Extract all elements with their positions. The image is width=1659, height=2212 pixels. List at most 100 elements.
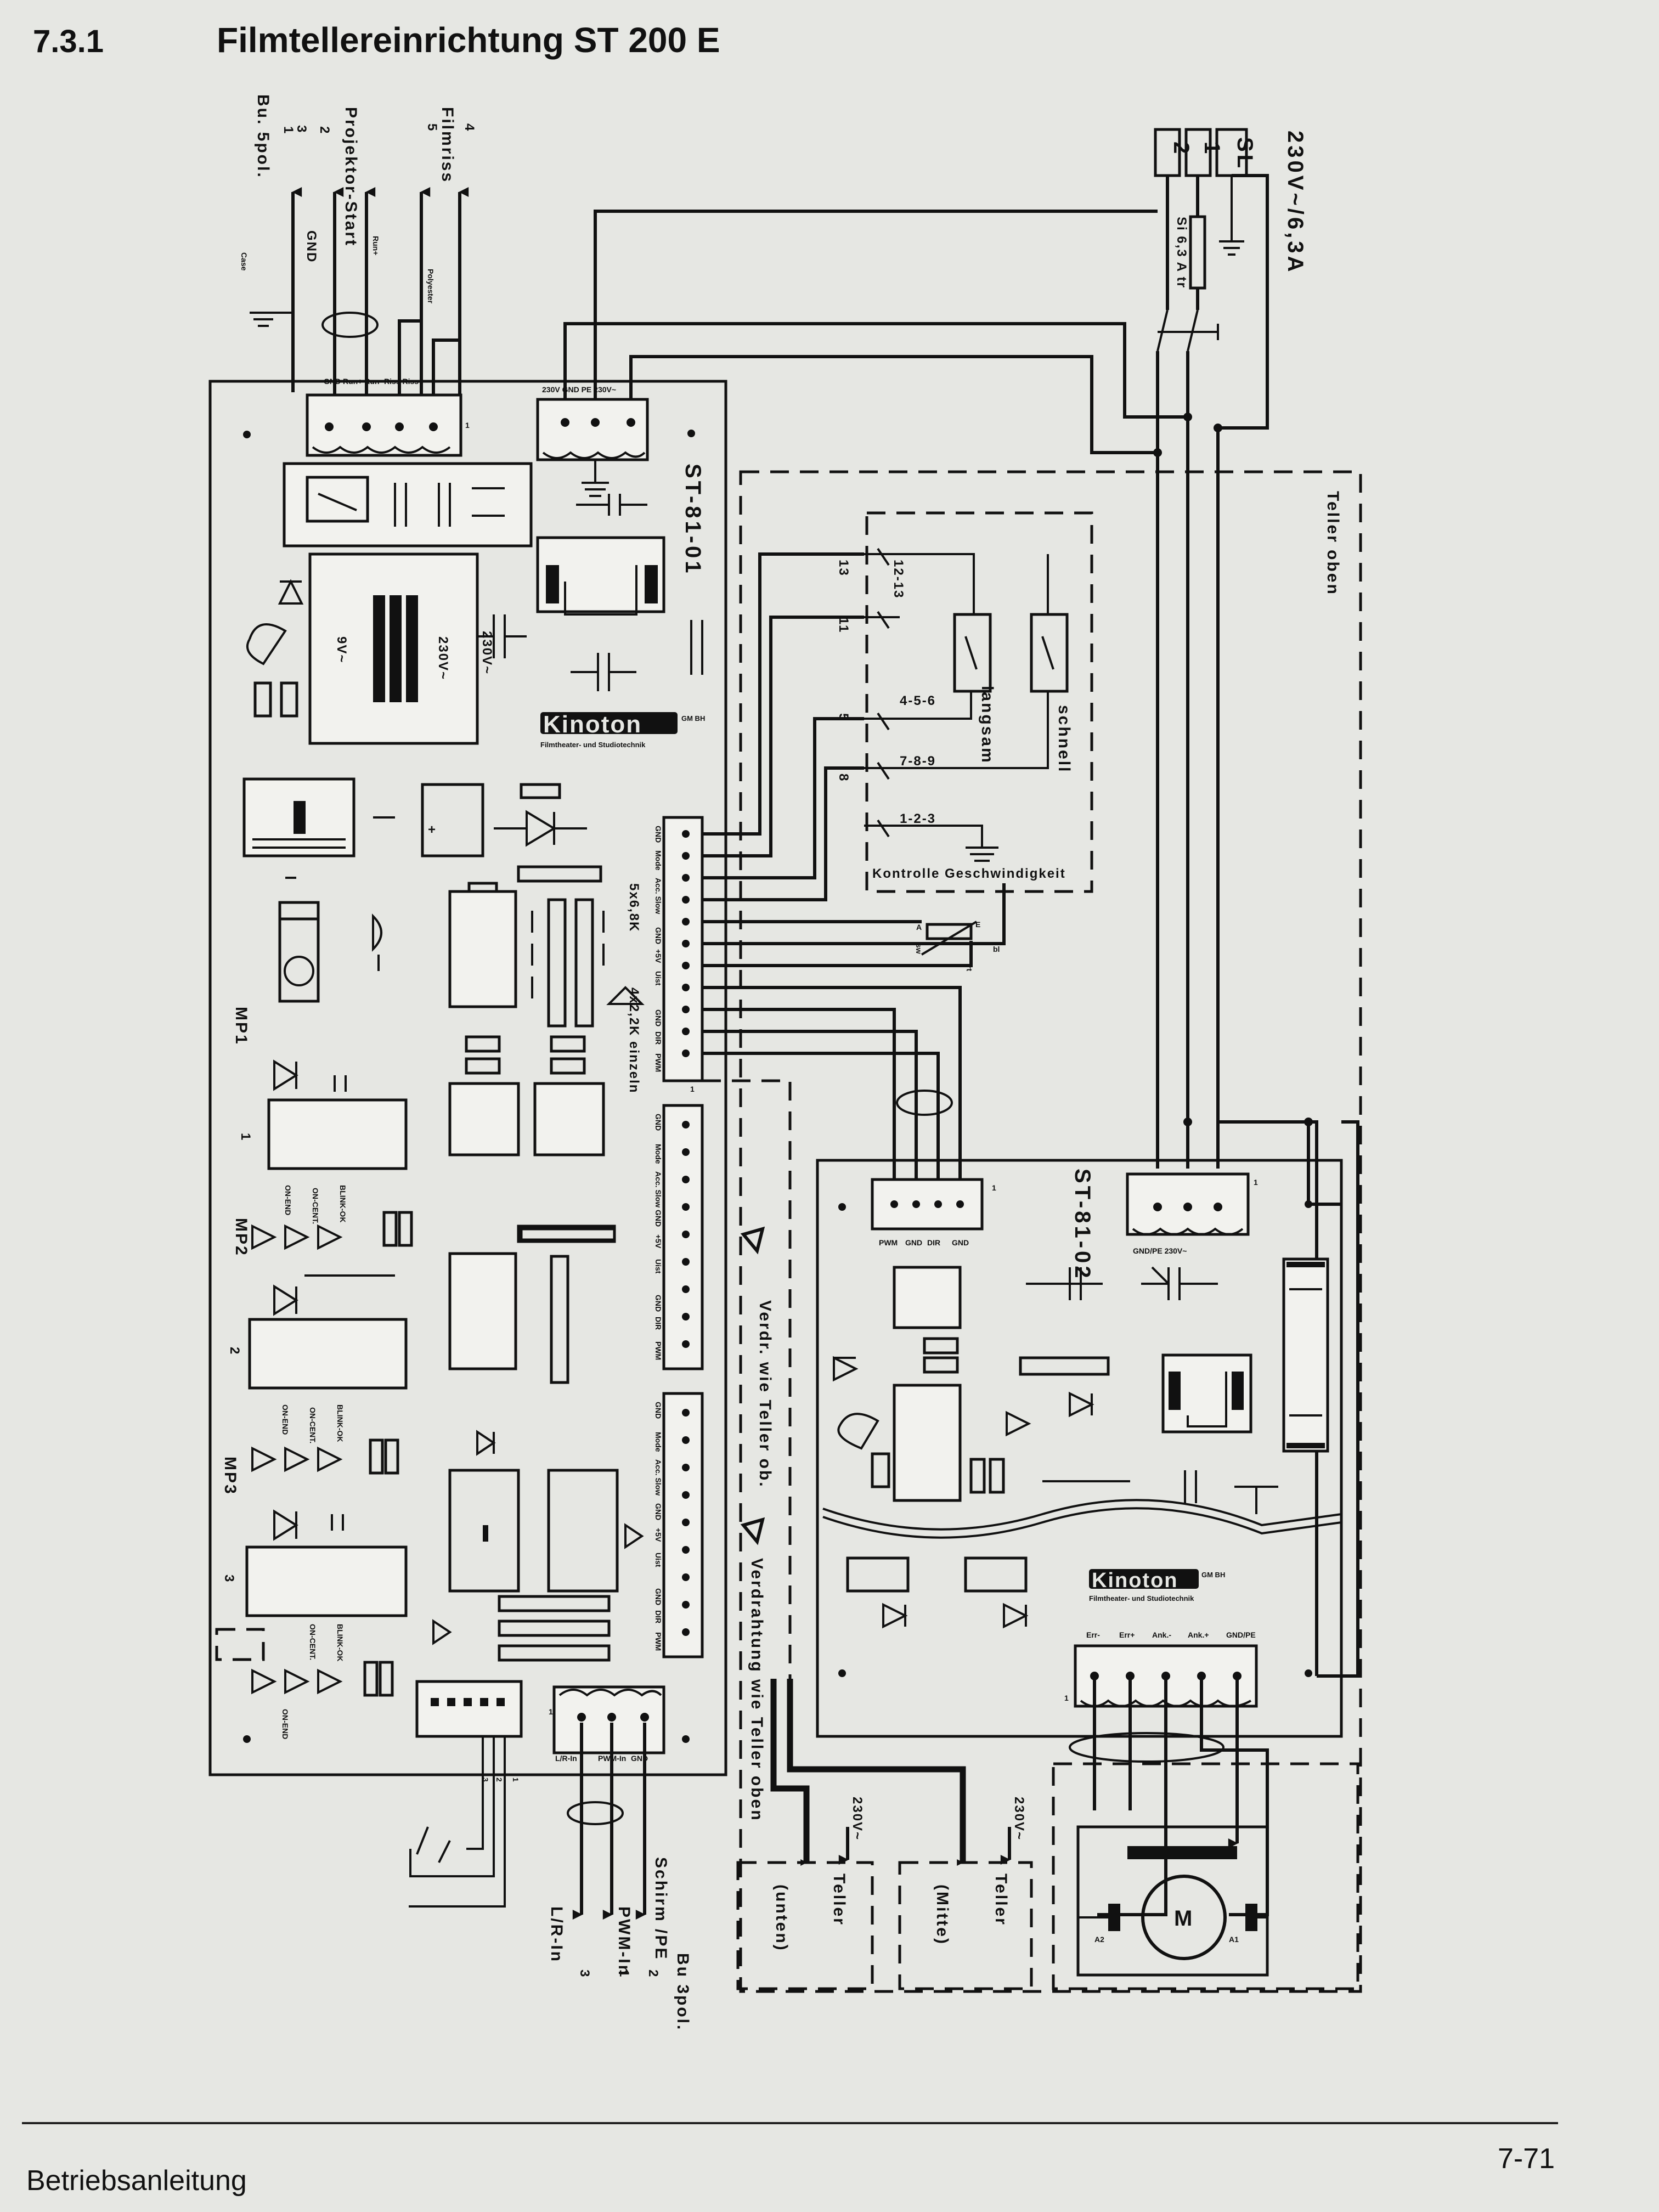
teller-unten-frame bbox=[736, 1861, 874, 1990]
svg-text:ON-END: ON-END bbox=[281, 1709, 290, 1739]
board1-relay bbox=[477, 536, 703, 691]
board-st-81-02 bbox=[816, 1159, 1343, 1738]
mp-section-1: MP1 1 ON-END ON-CENT. BLINK-OK bbox=[232, 1007, 413, 1250]
board2-mains-terminal: GND/PE 230V~ 1 bbox=[1126, 1172, 1258, 1255]
gnd-label: GND bbox=[304, 230, 319, 263]
bus5-pin-4: 4 bbox=[462, 123, 477, 132]
motor-frame bbox=[1052, 1762, 1359, 1990]
svg-text:GND/PE: GND/PE bbox=[1226, 1630, 1256, 1639]
svg-text:PWM: PWM bbox=[654, 1632, 663, 1651]
board2-id: ST-81-02 bbox=[1070, 1169, 1094, 1281]
svg-text:1: 1 bbox=[549, 1707, 553, 1716]
svg-text:Teller: Teller bbox=[830, 1874, 848, 1926]
svg-text:+: + bbox=[428, 822, 437, 837]
svg-text:+5V: +5V bbox=[654, 949, 663, 963]
svg-text:ON-END: ON-END bbox=[284, 1185, 292, 1215]
svg-text:PWM: PWM bbox=[879, 1238, 898, 1247]
control-wiring bbox=[702, 552, 1006, 1185]
svg-text:(Mitte): (Mitte) bbox=[933, 1884, 951, 1945]
logo-kinoton-1: Kinoton GM BH Filmtheater- und Studiotec… bbox=[540, 711, 705, 749]
svg-text:3: 3 bbox=[577, 1970, 592, 1978]
trafo-primary-ext: 230V~ bbox=[479, 631, 494, 675]
svg-text:ON-CENT.: ON-CENT. bbox=[308, 1407, 317, 1443]
svg-text:Acc. Slow: Acc. Slow bbox=[654, 878, 663, 914]
main-switch bbox=[1156, 309, 1219, 352]
pin-lr-in: L/R-In bbox=[555, 1754, 577, 1763]
potentiometer: A E sw bl rt bbox=[915, 920, 1000, 971]
svg-text:ON-END: ON-END bbox=[281, 1404, 290, 1435]
trafo-secondary: 9V~ bbox=[334, 636, 349, 663]
footer-rule bbox=[22, 2122, 1558, 2124]
svg-text:+5V: +5V bbox=[654, 1234, 663, 1249]
motor-connector-2: GND Mode Acc. Slow GND +5V Uist GND DIR … bbox=[654, 1104, 704, 1370]
svg-text:bl: bl bbox=[993, 945, 1000, 953]
rectifier-parts bbox=[246, 579, 304, 718]
mp-section-3: MP3 3 ON-END ON-CENT. BLINK-OK bbox=[215, 1457, 408, 1739]
motor: M A2 A1 bbox=[1076, 1825, 1269, 1977]
footer-doc-name: Betriebsanleitung bbox=[26, 2165, 247, 2197]
pwm-in-label: PWM-In bbox=[615, 1906, 633, 1977]
mains-terminal-pins: 230V GND PE 230V~ bbox=[542, 385, 616, 394]
note-verdr: Verdr. wie Teller ob. bbox=[756, 1300, 774, 1488]
svg-text:Uist: Uist bbox=[654, 1553, 663, 1567]
logo-subtitle-2: Filmtheater- und Studiotechnik bbox=[1089, 1594, 1194, 1602]
terminal-2-label: 2 bbox=[1169, 142, 1193, 156]
bus5-pin-1: 1 bbox=[281, 126, 296, 134]
teller-oben-frame bbox=[739, 470, 1362, 1993]
bus5-pin-5: 5 bbox=[425, 123, 439, 132]
terminal-sl-label: SL bbox=[1233, 137, 1257, 171]
logo-text-2: Kinoton bbox=[1092, 1569, 1178, 1592]
svg-text:Ank.+: Ank.+ bbox=[1188, 1630, 1209, 1639]
svg-text:1: 1 bbox=[238, 1133, 253, 1141]
mp1-label: MP1 bbox=[232, 1007, 250, 1046]
svg-text:sw: sw bbox=[915, 944, 923, 954]
svg-text:3: 3 bbox=[222, 1575, 236, 1583]
bus5-pin-3: 3 bbox=[294, 125, 309, 133]
svg-text:8: 8 bbox=[836, 774, 851, 782]
bus-terminal-pins: GND Run+ Run- Riss Riss bbox=[324, 377, 419, 386]
electrolytic-capacitor: + bbox=[242, 777, 587, 879]
filmriss-label: Filmriss bbox=[438, 107, 456, 183]
svg-text:ON-CENT.: ON-CENT. bbox=[308, 1624, 317, 1660]
svg-text:2: 2 bbox=[227, 1347, 242, 1355]
projektor-start-label: Projektor-Start bbox=[342, 107, 360, 247]
svg-text:2: 2 bbox=[646, 1970, 661, 1978]
contact-4-5-6: 4-5-6 bbox=[900, 693, 936, 708]
mains-supply: 2 1 SL 230V~/6,3A Si 6,3 A tr bbox=[1154, 128, 1307, 352]
teller-unten: 230V~ Teller (unten) bbox=[772, 1797, 865, 1952]
fuse-label: Si 6,3 A tr bbox=[1174, 217, 1189, 289]
motor-symbol: M bbox=[1174, 1906, 1195, 1931]
svg-text:Teller: Teller bbox=[992, 1874, 1010, 1926]
svg-text:1: 1 bbox=[690, 1085, 695, 1093]
svg-text:A2: A2 bbox=[1094, 1935, 1104, 1944]
bus-5pol: 1 2 3 4 5 Filmriss Projektor-Start Bu. 5… bbox=[240, 94, 477, 406]
svg-text:GND: GND bbox=[654, 1009, 663, 1026]
section-number: 7.3.1 bbox=[33, 24, 104, 59]
fuse bbox=[1189, 215, 1206, 290]
speed-control-title: Kontrolle Geschwindigkeit bbox=[872, 866, 1066, 881]
board2-mains-pins: GND/PE 230V~ bbox=[1133, 1246, 1187, 1255]
small-parts-left bbox=[278, 901, 382, 1003]
svg-text:230V~: 230V~ bbox=[1012, 1797, 1026, 1841]
svg-text:11: 11 bbox=[836, 617, 851, 633]
svg-text:230V~: 230V~ bbox=[850, 1797, 865, 1841]
logo-suffix-2: GM BH bbox=[1201, 1571, 1225, 1579]
schnell-label: schnell bbox=[1055, 705, 1073, 773]
contact-7-8-9: 7-8-9 bbox=[900, 754, 936, 769]
svg-text:GND: GND bbox=[654, 826, 663, 843]
svg-text:BLINK-OK: BLINK-OK bbox=[336, 1404, 345, 1442]
svg-text:GND: GND bbox=[654, 1295, 663, 1312]
bus5-label: Bu. 5pol. bbox=[254, 94, 272, 179]
relay-block bbox=[283, 462, 533, 548]
svg-text:BLINK-OK: BLINK-OK bbox=[336, 1624, 345, 1661]
transformer: 9V~ 230V~ 230V~ bbox=[308, 552, 494, 745]
svg-text:GND: GND bbox=[654, 1210, 663, 1227]
svg-text:Err-: Err- bbox=[1086, 1630, 1100, 1639]
svg-text:GND: GND bbox=[654, 1503, 663, 1520]
page-title: Filmtellereinrichtung ST 200 E bbox=[217, 20, 720, 60]
svg-text:PWM: PWM bbox=[654, 1053, 663, 1072]
dip-switch: 1 2 3 bbox=[409, 1680, 523, 1908]
svg-text:Uist: Uist bbox=[654, 1259, 663, 1274]
svg-text:Mode: Mode bbox=[654, 850, 663, 871]
svg-text:PWM: PWM bbox=[654, 1341, 663, 1360]
